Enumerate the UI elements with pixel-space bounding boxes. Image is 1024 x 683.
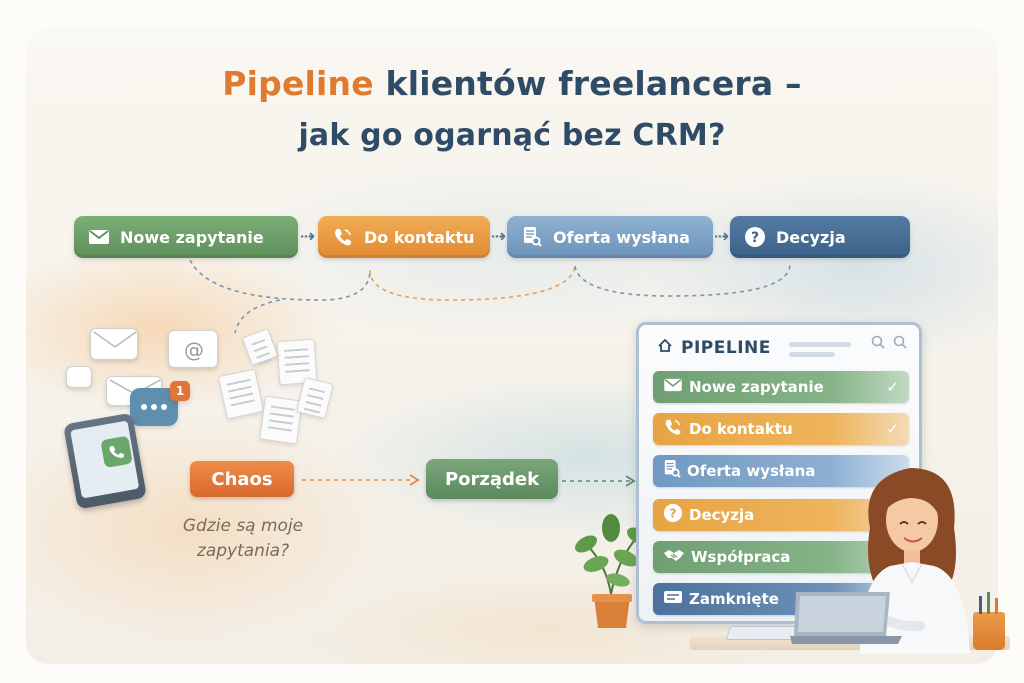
at-mail-icon: @ <box>168 330 218 368</box>
order-to-panel-arrow <box>562 475 636 487</box>
svg-text:@: @ <box>184 338 204 362</box>
page-title-line2: jak go ogarnąć bez CRM? <box>298 118 726 153</box>
document-icon <box>259 395 303 445</box>
pencil-cup <box>973 592 1005 650</box>
placeholder-line <box>789 352 835 357</box>
freelancer-woman <box>860 468 970 654</box>
smartphone-icon <box>63 412 147 510</box>
placeholder-line <box>789 342 851 347</box>
order-badge: Porządek <box>426 459 558 499</box>
search-icon[interactable] <box>893 335 907 353</box>
search-icon[interactable] <box>871 335 885 353</box>
potted-plant <box>575 514 649 628</box>
flow-arrow-icon: ⇢ <box>491 226 507 247</box>
envelope-icon <box>663 378 683 396</box>
svg-text:?: ? <box>751 230 759 246</box>
panel-header: PIPELINE <box>657 337 771 358</box>
envelope-icon <box>90 328 138 360</box>
page-title-line1: Pipeline klientów freelancera – <box>0 64 1024 103</box>
pipeline-row-decision[interactable]: ? Decyzja <box>653 499 909 531</box>
flow-step-decision: ? Decyzja <box>730 216 910 258</box>
pipeline-row-label: Nowe zapytanie <box>689 378 824 396</box>
laptop <box>790 592 902 644</box>
flow-step-offer-sent: Oferta wysłana <box>507 216 713 258</box>
document-search-icon <box>663 459 681 483</box>
pipeline-row-label: Decyzja <box>689 506 755 524</box>
flow-step-label: Do kontaktu <box>364 227 475 247</box>
flow-arrow-icon: ⇢ <box>714 226 730 247</box>
notification-badge: 1 <box>170 381 190 401</box>
home-icon <box>657 337 673 358</box>
phone-icon <box>663 417 683 441</box>
phone-icon <box>100 435 133 469</box>
dashed-connectors <box>189 259 791 334</box>
question-icon: ? <box>663 503 683 527</box>
phone-icon <box>332 226 354 248</box>
pipeline-row-new-inquiry[interactable]: Nowe zapytanie ✓ <box>653 371 909 403</box>
flow-arrow-icon: ⇢ <box>300 226 316 247</box>
panel-title: PIPELINE <box>681 337 771 358</box>
check-icon: ✓ <box>886 420 899 438</box>
flow-step-label: Decyzja <box>776 227 846 247</box>
pipeline-row-label: Współpraca <box>691 548 791 566</box>
chaos-to-order-arrow <box>302 474 420 486</box>
pipeline-row-label: Do kontaktu <box>689 420 793 438</box>
envelope-icon <box>88 226 110 248</box>
envelope-icon <box>66 366 92 388</box>
pipeline-row-offer-sent[interactable]: Oferta wysłana <box>653 455 909 487</box>
chaos-question: Gdzie są moje zapytania? <box>182 516 304 561</box>
pipeline-row-label: Oferta wysłana <box>687 462 816 480</box>
question-icon: ? <box>744 226 766 248</box>
card-icon <box>663 590 683 608</box>
check-icon: ✓ <box>886 378 899 396</box>
flow-step-label: Oferta wysłana <box>553 227 690 247</box>
flow-step-new-inquiry: Nowe zapytanie <box>74 216 298 258</box>
pipeline-row-cooperation[interactable]: Współpraca <box>653 541 909 573</box>
flow-step-to-contact: Do kontaktu <box>318 216 490 258</box>
svg-text:?: ? <box>669 506 676 521</box>
flow-step-label: Nowe zapytanie <box>120 227 264 247</box>
chaos-badge: Chaos <box>190 461 294 497</box>
pipeline-row-label: Zamknięte <box>689 590 779 608</box>
handshake-icon <box>663 547 685 567</box>
document-search-icon <box>521 226 543 248</box>
title-rest: klientów freelancera – <box>385 64 802 103</box>
pipeline-row-to-contact[interactable]: Do kontaktu ✓ <box>653 413 909 445</box>
title-accent: Pipeline <box>222 64 374 103</box>
